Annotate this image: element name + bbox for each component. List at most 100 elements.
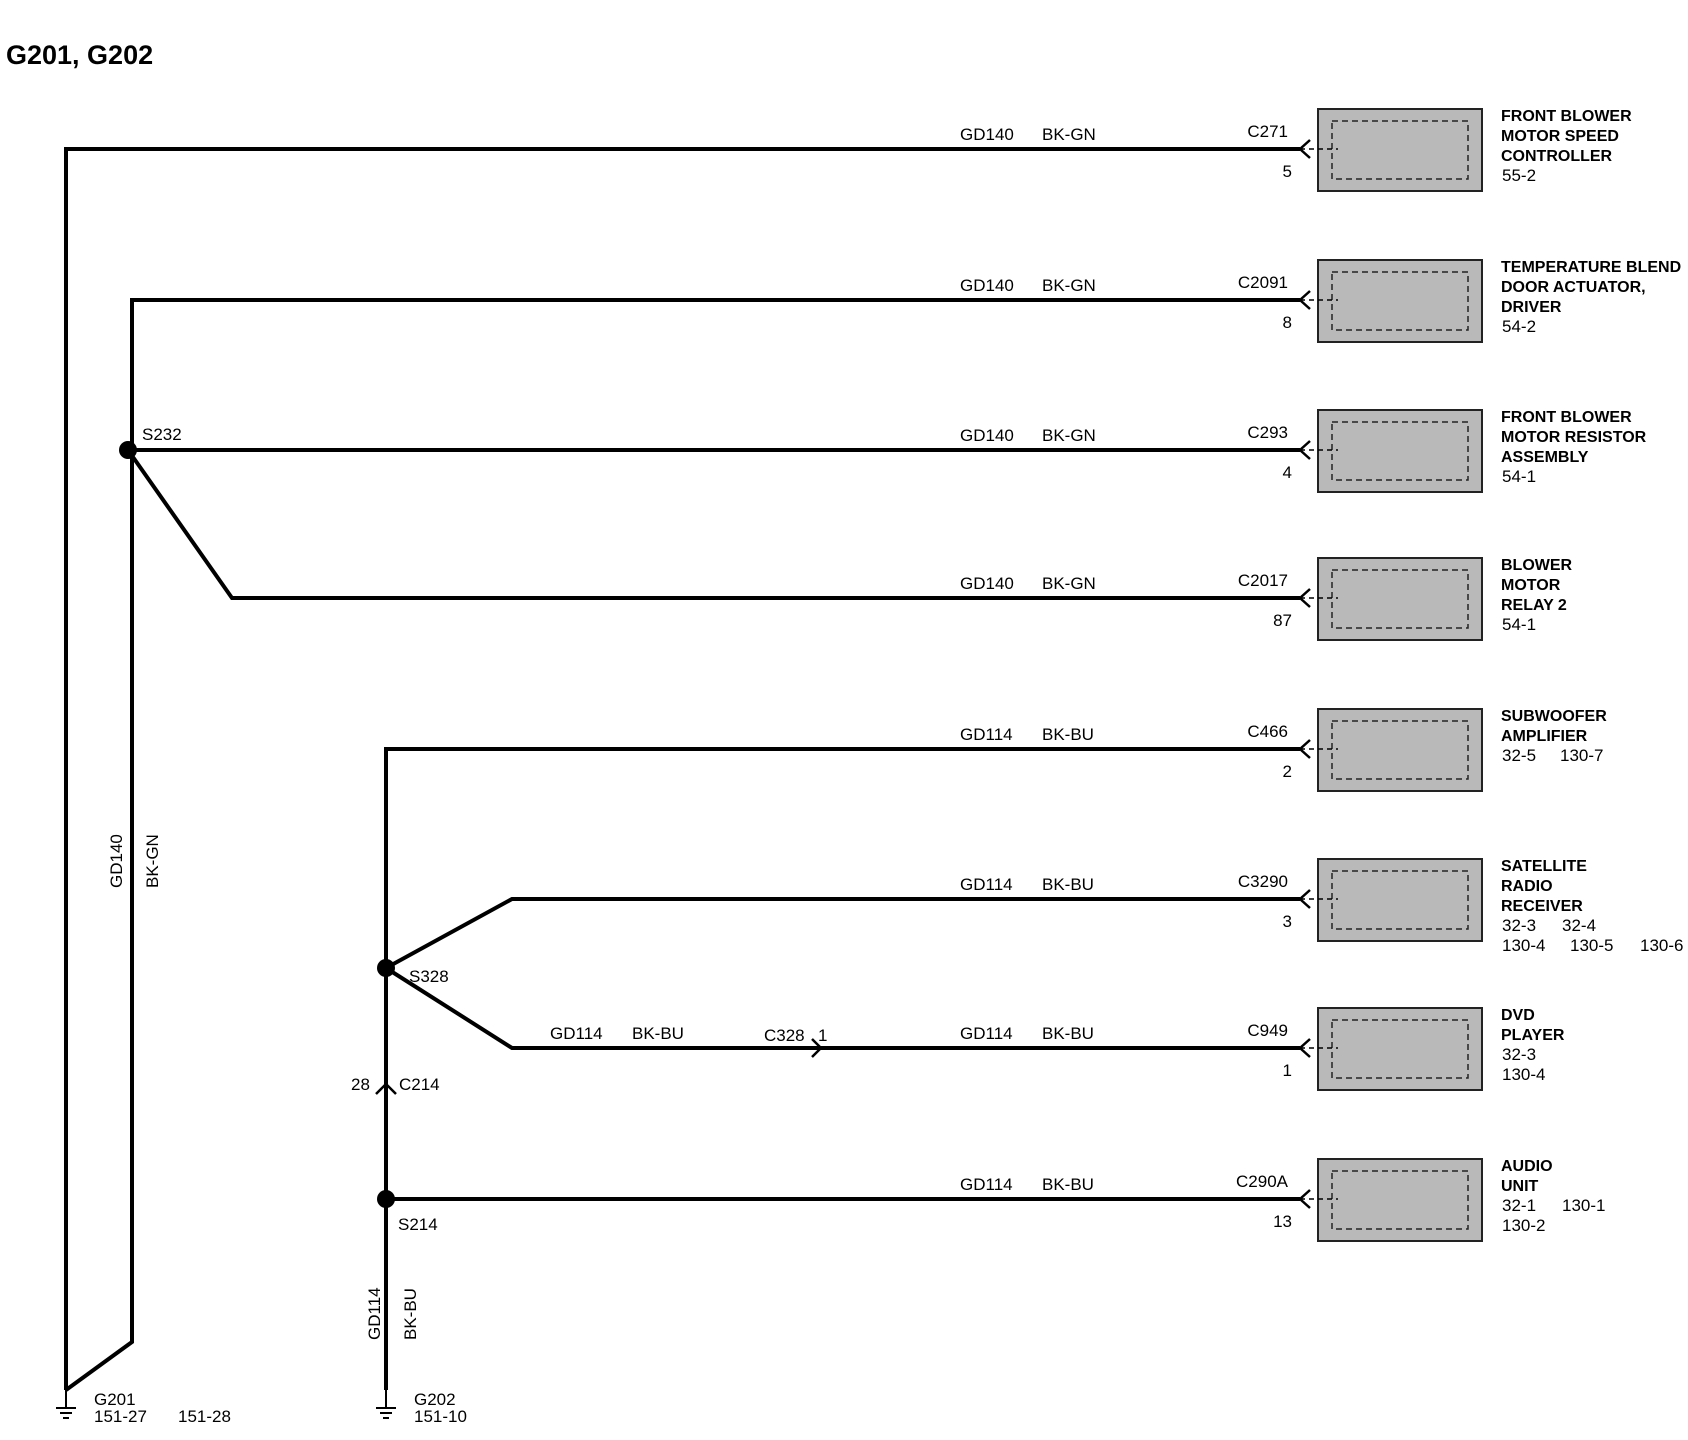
device-connector-body [1317,409,1483,493]
wire-circuit-label: GD140 [960,574,1014,593]
device-connector-outline [1331,870,1469,930]
device-name-line: RADIO [1501,878,1553,895]
device-name-line: MOTOR RESISTOR [1501,429,1647,446]
device-connector-outline [1331,1170,1469,1230]
device-name-line: UNIT [1501,1178,1539,1195]
connector-label: C466 [1247,722,1288,741]
device-page-ref: 130-4 [1502,936,1545,955]
wire-gd140-c2017 [126,448,1300,600]
device-name-line: PLAYER [1501,1027,1565,1044]
inline-connector-c328-label: C328 [764,1026,805,1045]
connector-pin: 13 [1273,1212,1292,1231]
device-connector-outline [1331,1019,1469,1079]
connector-label: C293 [1247,423,1288,442]
wire-color-label: BK-GN [1042,574,1096,593]
device-connector-body [1317,858,1483,942]
connector-pin: 3 [1283,912,1292,931]
wire-gd114-trunk [384,747,1300,1390]
device-page-ref: 54-1 [1502,615,1536,634]
inline-connector-c214-icon [375,1082,397,1095]
wire-gd140-c271 [64,147,1300,1390]
device-connector-outline [1331,421,1469,481]
wire-circuit-label: GD140 [960,426,1014,445]
splice-s214-label: S214 [398,1215,438,1234]
ground-g201 [56,1390,76,1419]
device-page-ref: 130-4 [1502,1065,1545,1084]
ground-g201-label: G201 [94,1390,136,1409]
wire-circuit-label: GD114 [960,725,1013,744]
device-page-ref: 130-1 [1562,1196,1605,1215]
trunk-gd114-color: BK-BU [401,1288,420,1340]
device-name-line: BLOWER [1501,557,1573,574]
connector-label: C2091 [1238,273,1288,292]
splice-s328-label: S328 [409,967,449,986]
device-page-ref: 130-5 [1570,936,1613,955]
wire-circuit-label: GD114 [960,875,1013,894]
wire-color-label: BK-GN [1042,276,1096,295]
device-name-line: SUBWOOFER [1501,708,1607,725]
connector-label: C290A [1236,1172,1289,1191]
device-name-line: FRONT BLOWER [1501,108,1632,125]
wire-gd114-c3290 [385,897,1300,970]
wire-color-label: BK-BU [1042,725,1094,744]
trunk-gd140-circuit: GD140 [107,834,126,888]
ground-g202 [376,1390,396,1419]
device-page-ref: 32-3 [1502,916,1536,935]
device-connector-body [1317,1158,1483,1242]
connector-label: C949 [1247,1021,1288,1040]
device-page-ref: 130-2 [1502,1216,1545,1235]
connector-pin: 87 [1273,611,1292,630]
device-page-ref: 130-7 [1560,746,1603,765]
device-name-line: AUDIO [1501,1158,1553,1175]
device-connector-body [1317,259,1483,343]
device-name-line: MOTOR [1501,577,1561,594]
wire-gd114-c949 [384,966,1300,1050]
device-connector-body [1317,108,1483,192]
device-connector-body [1317,708,1483,792]
splice-s232 [119,441,137,459]
ground-g201-ref: 151-28 [178,1407,231,1426]
inline-connector-c214-label: C214 [399,1075,440,1094]
wire-circuit-label: GD140 [960,276,1014,295]
device-page-ref: 130-6 [1640,936,1683,955]
device-name-line: AMPLIFIER [1501,728,1588,745]
device-name-line: FRONT BLOWER [1501,409,1632,426]
wire-color-label: BK-GN [1042,125,1096,144]
device-name-line: MOTOR SPEED [1501,128,1619,145]
wire-color-label: BK-GN [1042,426,1096,445]
wire-circuit-label: GD114 [960,1175,1013,1194]
connector-pin: 1 [1283,1061,1292,1080]
device-page-ref: 54-2 [1502,317,1536,336]
connector-pin: 2 [1283,762,1292,781]
device-page-ref: 55-2 [1502,166,1536,185]
wire-color-label: BK-BU [1042,875,1094,894]
device-connector-outline [1331,720,1469,780]
device-name-line: DOOR ACTUATOR, [1501,279,1646,296]
wire-color-label: BK-BU [1042,1024,1094,1043]
connector-pin: 4 [1283,463,1292,482]
wires [64,147,1300,1392]
wire-circuit-label: GD114 [550,1024,603,1043]
wire-color-label: BK-BU [632,1024,684,1043]
device-page-ref: 32-4 [1562,916,1596,935]
device-connector-outline [1331,271,1469,331]
device-page-ref: 32-5 [1502,746,1536,765]
splice-s232-label: S232 [142,425,182,444]
device-name-line: SATELLITE [1501,858,1587,875]
device-name-line: RELAY 2 [1501,597,1567,614]
device-name-line: ASSEMBLY [1501,449,1589,466]
trunk-gd114-circuit: GD114 [365,1287,384,1340]
connector-pin: 8 [1283,313,1292,332]
diagram-title: G201, G202 [6,40,153,70]
connector-label: C2017 [1238,571,1288,590]
ground-g202-label: G202 [414,1390,456,1409]
wire-gd140-trunk [64,298,1300,1392]
device-connector-outline [1331,569,1469,629]
device-page-ref: 32-3 [1502,1045,1536,1064]
device-connector-body [1317,1007,1483,1091]
splice-s214 [377,1190,395,1208]
device-connector-outline [1331,120,1469,180]
connector-label: C3290 [1238,872,1288,891]
